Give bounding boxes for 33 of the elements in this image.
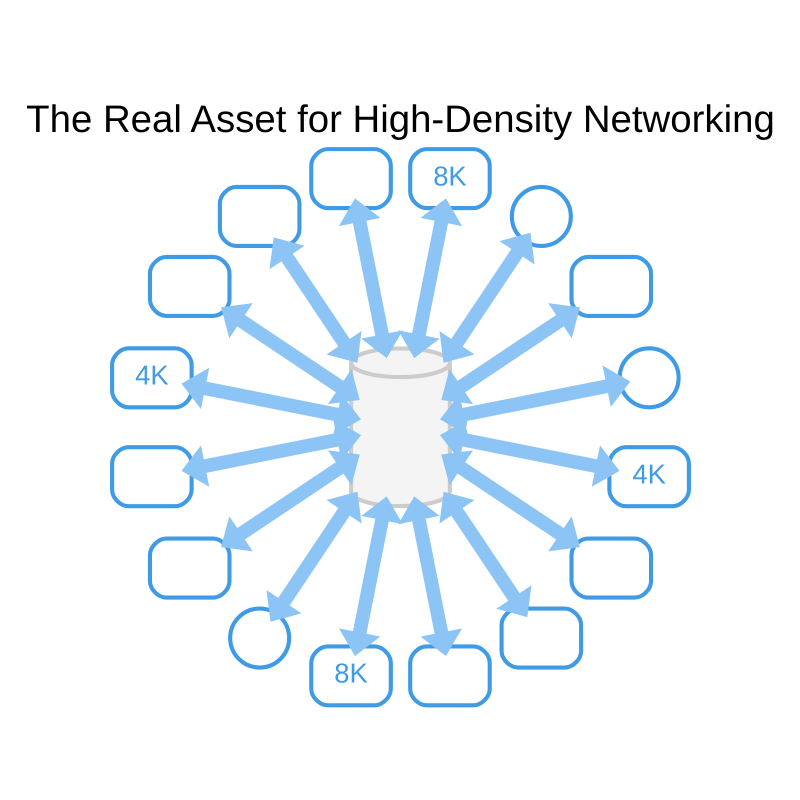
node-box: 4K <box>110 346 194 409</box>
arrow <box>220 450 360 551</box>
arrow <box>438 491 531 617</box>
node-box: 8K <box>308 644 392 707</box>
arrow <box>398 496 462 656</box>
arrow <box>440 302 580 404</box>
arrow <box>180 418 360 486</box>
arrow <box>180 367 360 435</box>
node-box <box>217 184 301 248</box>
node-box: 4K <box>606 444 690 508</box>
node-box <box>147 254 232 318</box>
node-box <box>568 254 653 318</box>
arrow <box>338 198 402 358</box>
node-circle <box>228 606 291 670</box>
arrow <box>220 302 360 404</box>
node-box <box>499 606 583 670</box>
node-box <box>110 444 194 508</box>
node-box <box>147 536 232 600</box>
node-circle <box>617 346 680 409</box>
arrow <box>440 418 620 486</box>
node-box <box>308 146 392 210</box>
diagram-title: The Real Asset for High-Density Networking <box>26 97 774 140</box>
node-box <box>408 644 492 707</box>
arrow <box>266 491 362 622</box>
arrow <box>398 198 462 358</box>
arrow <box>440 365 630 435</box>
arrow <box>438 232 534 362</box>
arrow <box>338 496 402 656</box>
node-box: 8K <box>408 146 492 210</box>
arrow <box>440 450 580 551</box>
node-box <box>568 536 653 600</box>
node-circle <box>509 184 572 248</box>
arrow <box>269 236 362 362</box>
